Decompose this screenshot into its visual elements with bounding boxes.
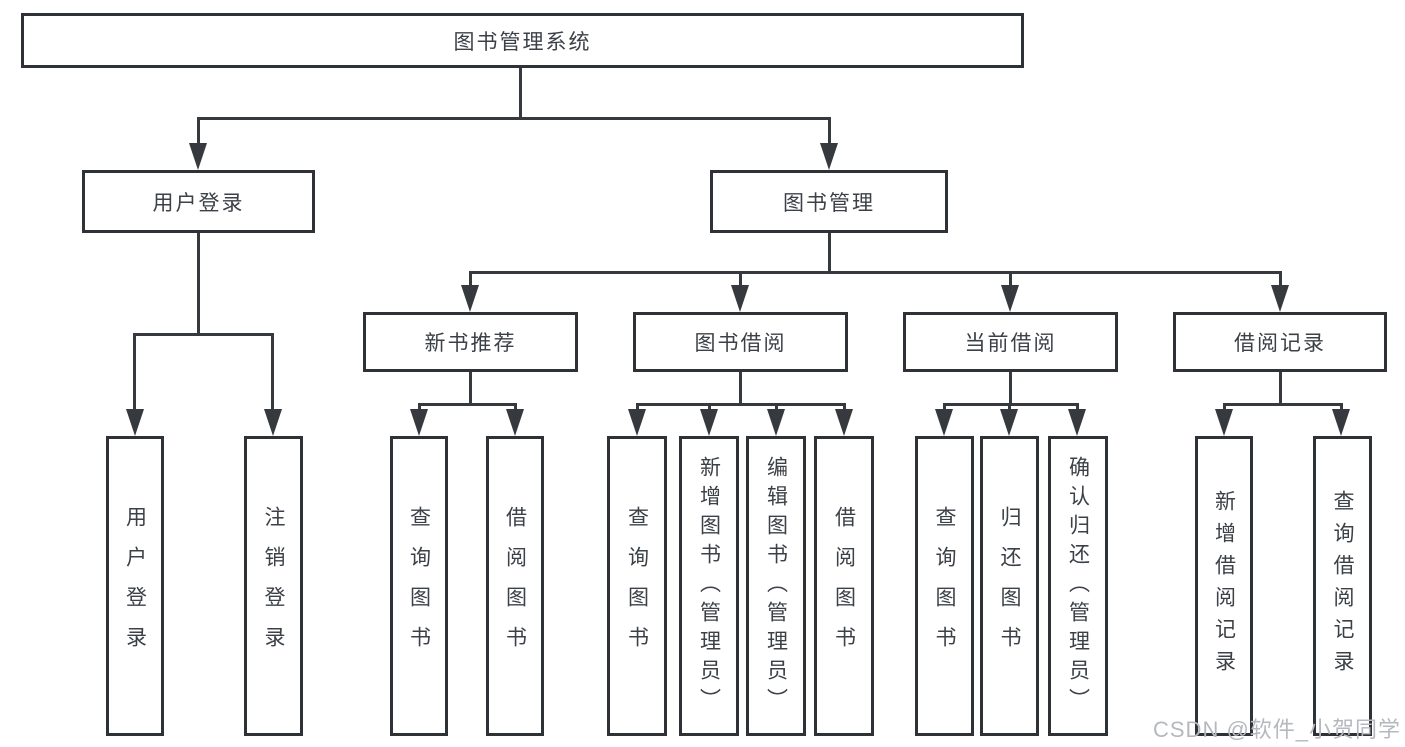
- leaf-query-books-recommend: 查询图书: [390, 436, 448, 736]
- leaf-label: 查询借阅记录: [1331, 490, 1354, 682]
- leaf-label: 查询图书: [625, 506, 649, 666]
- connector-line: [418, 403, 517, 406]
- arrow-down-icon: [506, 409, 524, 436]
- leaf-edit-books-admin: 编辑图书（管理员）: [746, 436, 806, 736]
- connector-line: [469, 271, 1281, 274]
- leaf-add-borrow-record: 新增借阅记录: [1195, 436, 1253, 736]
- leaf-label: 确认归还（管理员）: [1066, 455, 1090, 717]
- connector-line: [469, 271, 472, 289]
- leaf-confirm-return-admin: 确认归还（管理员）: [1048, 436, 1108, 736]
- connector-line: [943, 403, 1079, 406]
- connector-line: [271, 333, 274, 413]
- connector-line: [1279, 271, 1282, 289]
- connector-line: [739, 271, 742, 289]
- arrow-down-icon: [700, 409, 718, 436]
- arrow-down-icon: [1001, 285, 1019, 312]
- node-book-management: 图书管理: [710, 170, 948, 233]
- connector-line: [739, 372, 742, 406]
- arrow-down-icon: [1271, 285, 1289, 312]
- connector-line: [197, 233, 200, 335]
- connector-line: [1279, 372, 1282, 406]
- arrow-down-icon: [126, 409, 144, 436]
- leaf-logout: 注销登录: [244, 436, 303, 736]
- arrow-down-icon: [189, 143, 207, 170]
- connector-line: [1009, 271, 1012, 289]
- connector-line: [828, 117, 831, 149]
- leaf-label: 编辑图书（管理员）: [764, 455, 788, 717]
- arrow-down-icon: [1332, 409, 1350, 436]
- node-book-borrowing: 图书借阅: [633, 312, 848, 372]
- connector-line: [828, 233, 831, 274]
- leaf-label: 借阅图书: [503, 506, 527, 666]
- leaf-label: 新增图书（管理员）: [697, 455, 721, 717]
- leaf-label: 归还图书: [998, 506, 1021, 666]
- leaf-query-books-current: 查询图书: [915, 436, 974, 736]
- connector-line: [636, 403, 845, 406]
- arrow-down-icon: [264, 409, 282, 436]
- connector-line: [519, 68, 522, 119]
- connector-line: [469, 372, 472, 406]
- node-user-login: 用户登录: [82, 170, 315, 233]
- leaf-return-books: 归还图书: [980, 436, 1039, 736]
- leaf-label: 注销登录: [262, 506, 285, 666]
- connector-line: [1009, 372, 1012, 406]
- leaf-query-borrow-record: 查询借阅记录: [1313, 436, 1372, 736]
- connector-line: [197, 117, 200, 149]
- arrow-down-icon: [820, 143, 838, 170]
- node-current-borrowing: 当前借阅: [903, 312, 1118, 372]
- arrow-down-icon: [628, 409, 646, 436]
- leaf-add-books-admin: 新增图书（管理员）: [679, 436, 739, 736]
- arrow-down-icon: [767, 409, 785, 436]
- arrow-down-icon: [935, 409, 953, 436]
- leaf-borrow-books-recommend: 借阅图书: [486, 436, 544, 736]
- connector-line: [1223, 403, 1342, 406]
- csdn-watermark: CSDN @软件_小贺同学: [1153, 717, 1402, 742]
- node-new-book-recommendation: 新书推荐: [363, 312, 578, 372]
- node-library-management-system: 图书管理系统: [21, 13, 1024, 68]
- leaf-label: 借阅图书: [832, 506, 856, 666]
- arrow-down-icon: [1068, 409, 1086, 436]
- leaf-label: 用户登录: [123, 506, 147, 666]
- leaf-user-login: 用户登录: [106, 436, 164, 736]
- leaf-label: 查询图书: [407, 506, 431, 666]
- arrow-down-icon: [835, 409, 853, 436]
- node-borrowing-records: 借阅记录: [1173, 312, 1387, 372]
- leaf-label: 新增借阅记录: [1212, 490, 1236, 682]
- connector-line: [197, 117, 831, 120]
- leaf-label: 查询图书: [933, 506, 956, 666]
- arrow-down-icon: [1215, 409, 1233, 436]
- leaf-borrow-books-borrowing: 借阅图书: [814, 436, 874, 736]
- arrow-down-icon: [410, 409, 428, 436]
- arrow-down-icon: [1000, 409, 1018, 436]
- arrow-down-icon: [731, 285, 749, 312]
- connector-line: [133, 333, 136, 413]
- leaf-query-books-borrowing: 查询图书: [607, 436, 667, 736]
- connector-line: [133, 333, 274, 336]
- arrow-down-icon: [461, 285, 479, 312]
